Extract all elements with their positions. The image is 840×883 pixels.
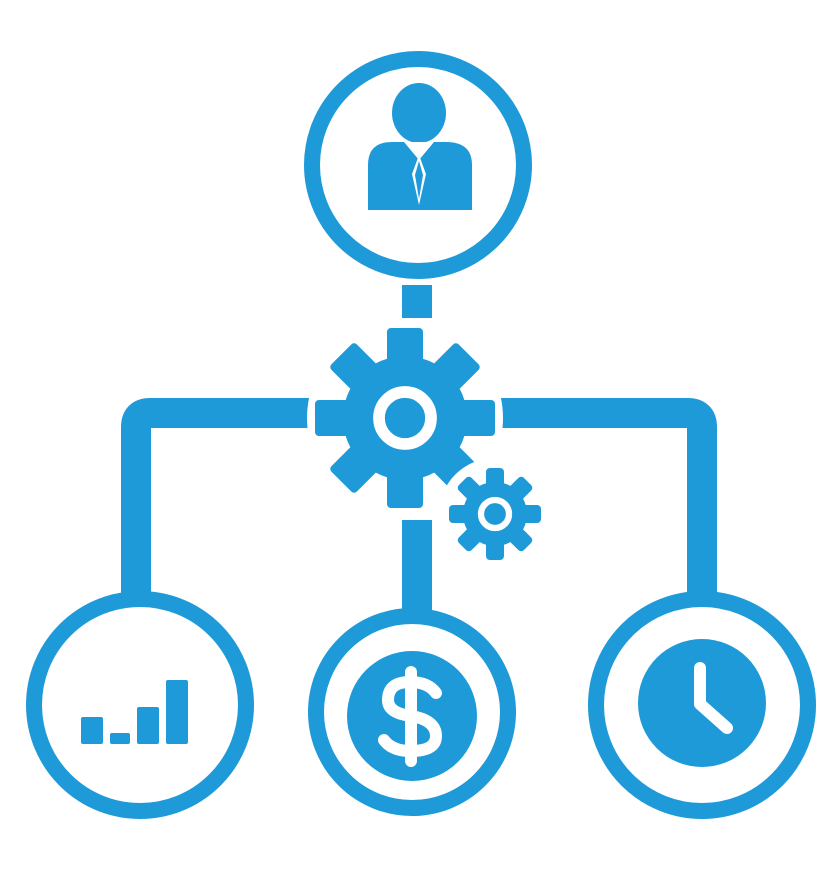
gear-tooth <box>486 540 504 560</box>
person-node-ring <box>304 51 532 279</box>
person-node <box>304 51 532 279</box>
connector-gear-chart <box>121 398 310 598</box>
time-node <box>588 591 816 819</box>
time-node-ring <box>588 591 816 819</box>
gear-ring <box>477 496 513 532</box>
gear-icon <box>307 320 503 516</box>
gear-tooth <box>457 527 482 552</box>
gear-tooth <box>508 476 533 501</box>
connectors <box>121 285 717 612</box>
small-gear-icon <box>439 458 551 570</box>
gear-tooth <box>521 505 541 523</box>
gear-ring <box>373 386 437 450</box>
money-node <box>308 608 516 816</box>
chart-node <box>26 591 254 819</box>
gear-tooth <box>461 400 495 436</box>
money-node-ring <box>308 608 516 816</box>
gear-hub <box>391 404 419 432</box>
chart-node-ring <box>26 591 254 819</box>
gear-tooth <box>486 468 504 488</box>
gear-tooth <box>330 446 377 493</box>
gear-tooth <box>433 343 480 390</box>
gear-tooth <box>457 476 482 501</box>
gear-tooth <box>449 505 469 523</box>
gear-tooth <box>315 400 349 436</box>
gear-tooth <box>387 328 423 362</box>
clock-icon <box>638 639 766 767</box>
dollar-icon <box>347 651 477 781</box>
bar-chart-icon <box>81 680 188 744</box>
connector-gear-time <box>490 398 717 598</box>
businessman-icon <box>368 83 472 210</box>
gear-tooth <box>387 474 423 508</box>
gear-tooth <box>330 343 377 390</box>
gear-hub <box>488 507 502 521</box>
gear-tooth <box>508 527 533 552</box>
